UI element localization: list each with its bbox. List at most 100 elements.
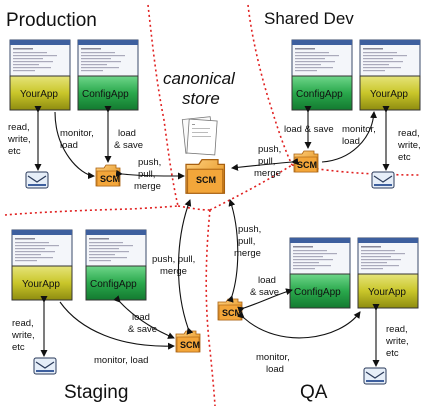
divider-top-right: [247, 4, 293, 166]
divider-left-middle: [4, 205, 179, 216]
svg-text:monitor,: monitor,: [342, 124, 376, 135]
production-database-icon: [25, 171, 49, 189]
svg-text:load: load: [266, 364, 284, 375]
production-load-label: load: [60, 140, 78, 151]
staging-arrows: [40, 199, 194, 357]
staging-write-label: write,: [11, 330, 35, 341]
svg-text:merge: merge: [134, 181, 161, 192]
staging-push-pull-label: push, pull,: [152, 254, 195, 265]
svg-text:pull,: pull,: [258, 156, 275, 167]
canonical-title-line1: canonical: [163, 69, 236, 88]
svg-text:read,: read,: [12, 318, 34, 329]
production-write-label: write,: [7, 134, 31, 145]
shareddev-read-label: read,: [398, 128, 420, 139]
svg-text:push,: push,: [258, 144, 281, 155]
staging-etc-label: etc: [12, 342, 25, 353]
production-load-save-2: & save: [114, 140, 143, 151]
shareddev-merge-label: merge: [254, 168, 281, 179]
region-title-staging: Staging: [64, 382, 128, 403]
shareddev-arrows: [231, 106, 390, 171]
svg-text:monitor,: monitor,: [60, 128, 94, 139]
svg-text:read,: read,: [386, 324, 408, 335]
svg-text:merge: merge: [234, 248, 261, 259]
staging-read-label: read,: [12, 318, 34, 329]
region-title-qa: QA: [300, 382, 328, 403]
production-merge-label: merge: [134, 181, 161, 192]
qa-scm-label: SCM: [222, 308, 242, 318]
production-push-label: push,: [138, 157, 161, 168]
production-configapp-label: ConfigApp: [82, 89, 129, 100]
qa-merge-label: merge: [234, 248, 261, 259]
svg-text:load: load: [60, 140, 78, 151]
region-title-shared-dev: Shared Dev: [264, 9, 354, 28]
qa-configapp-node: ConfigApp: [289, 237, 351, 309]
production-configapp-node: ConfigApp: [77, 39, 139, 111]
production-yourapp-node: YourApp: [9, 39, 71, 111]
shareddev-monitor-label: monitor,: [342, 124, 376, 135]
canonical-title-line2: store: [182, 89, 220, 108]
production-etc-label: etc: [8, 146, 21, 157]
qa-arrows: [226, 199, 380, 367]
production-yourapp-label: YourApp: [20, 89, 58, 100]
svg-text:pull,: pull,: [138, 169, 155, 180]
qa-save-label: & save: [250, 287, 279, 298]
svg-text:& save: & save: [128, 324, 157, 335]
divider-center-down: [205, 209, 216, 406]
svg-text:write,: write,: [11, 330, 35, 341]
svg-text:etc: etc: [398, 152, 411, 163]
svg-text:pull,: pull,: [238, 236, 255, 247]
qa-yourapp-label: YourApp: [368, 287, 406, 298]
svg-text:push,: push,: [138, 157, 161, 168]
svg-text:etc: etc: [8, 146, 21, 157]
svg-text:write,: write,: [7, 134, 31, 145]
divider-top-center: [147, 4, 179, 207]
staging-load-save-1: load: [132, 312, 150, 323]
production-arrows: [34, 106, 185, 180]
svg-text:etc: etc: [386, 348, 399, 359]
svg-text:load & save: load & save: [284, 124, 334, 135]
region-title-production: Production: [6, 10, 97, 31]
shareddev-pull-label: pull,: [258, 156, 275, 167]
production-pull-label: pull,: [138, 169, 155, 180]
svg-text:write,: write,: [397, 140, 421, 151]
svg-text:monitor,: monitor,: [256, 352, 290, 363]
shareddev-configapp-node: ConfigApp: [291, 39, 353, 111]
svg-text:load: load: [118, 128, 136, 139]
qa-pull-label: pull,: [238, 236, 255, 247]
staging-yourapp-label: YourApp: [22, 279, 60, 290]
qa-etc-label: etc: [386, 348, 399, 359]
svg-text:etc: etc: [12, 342, 25, 353]
shareddev-yourapp-node: YourApp: [359, 39, 421, 111]
staging-scm-label: SCM: [180, 340, 200, 350]
divider-center-left: [177, 205, 211, 211]
shareddev-configapp-label: ConfigApp: [296, 89, 343, 100]
svg-text:push, pull,: push, pull,: [152, 254, 195, 265]
staging-load-save-2: & save: [128, 324, 157, 335]
shareddev-database-icon: [371, 171, 395, 189]
qa-database-icon: [363, 367, 387, 385]
shareddev-load-save-label: load & save: [284, 124, 334, 135]
production-monitor-label: monitor,: [60, 128, 94, 139]
divider-center-right: [209, 164, 293, 211]
svg-text:read,: read,: [8, 122, 30, 133]
svg-text:read,: read,: [398, 128, 420, 139]
canonical-store: SCM: [181, 116, 226, 194]
qa-yourapp-node: YourApp: [357, 237, 419, 309]
shareddev-push-label: push,: [258, 144, 281, 155]
qa-configapp-label: ConfigApp: [294, 287, 341, 298]
svg-text:write,: write,: [385, 336, 409, 347]
staging-yourapp-node: YourApp: [11, 229, 73, 301]
shareddev-yourapp-label: YourApp: [370, 89, 408, 100]
shareddev-scm-label: SCM: [297, 160, 317, 170]
canonical-scm-label: SCM: [196, 175, 216, 185]
qa-monitor-label: monitor,: [256, 352, 290, 363]
staging-configapp-node: ConfigApp: [85, 229, 147, 301]
shareddev-etc-label: etc: [398, 152, 411, 163]
staging-merge-label: merge: [160, 266, 187, 277]
svg-text:push,: push,: [238, 224, 261, 235]
svg-text:& save: & save: [114, 140, 143, 151]
shareddev-load-label: load: [342, 136, 360, 147]
svg-text:load: load: [132, 312, 150, 323]
